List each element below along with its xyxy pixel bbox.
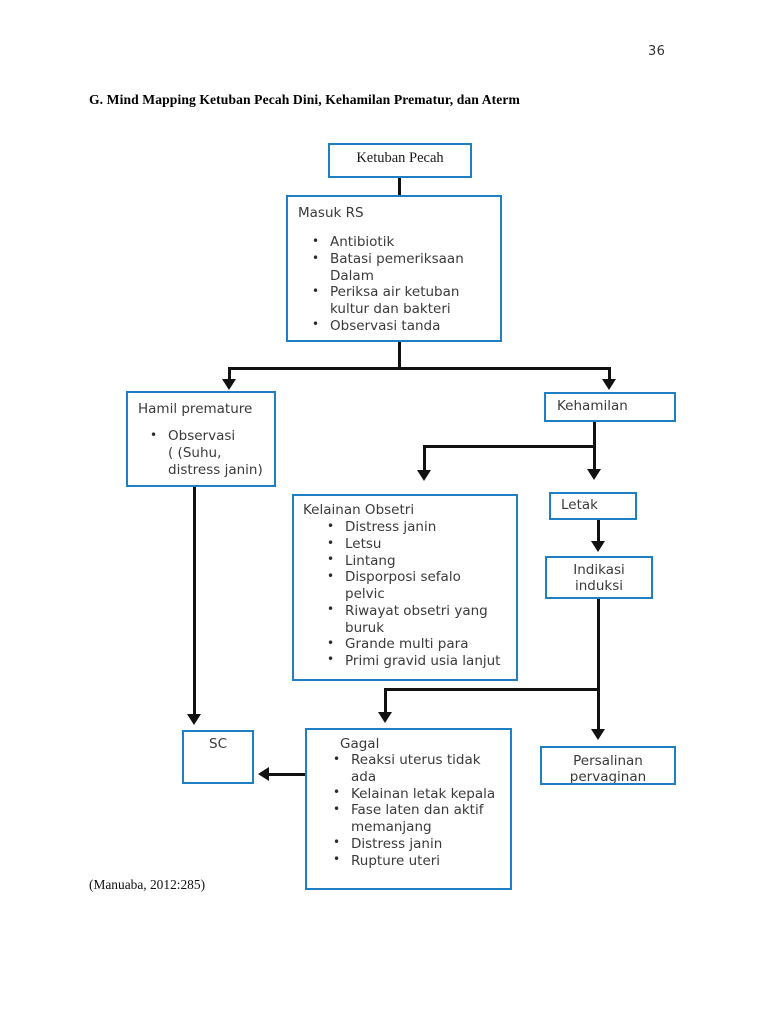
connector-ketuban-to-masukrs [398, 176, 401, 198]
list-item: Observasi ( (Suhu, distress janin) [146, 428, 274, 478]
node-sc-title: SC [209, 736, 227, 752]
list-item-text: Observasi [168, 428, 236, 445]
node-kehamilan[interactable]: Kehamilan [544, 392, 676, 422]
node-hamil-premature-list: Observasi ( (Suhu, distress janin) [146, 428, 274, 478]
node-masuk-rs[interactable]: Masuk RS Antibiotik Batasi pemeriksaan D… [286, 195, 502, 342]
list-item-cont: pelvic [345, 586, 385, 603]
connector-masukrs-to-hamil [228, 367, 231, 381]
list-item-text: Reaksi uterus tidak [351, 752, 481, 769]
list-item-cont: buruk [345, 619, 385, 636]
list-item: Fase laten dan aktif memanjang [329, 802, 510, 835]
connector-kehamilan-stem [593, 421, 596, 448]
list-item: Periksa air ketuban kultur dan bakteri [308, 284, 500, 317]
node-letak[interactable]: Letak [549, 492, 637, 520]
list-item: Kelainan letak kepala [329, 785, 510, 803]
arrowhead-to-letak [587, 469, 601, 480]
list-item: Reaksi uterus tidak ada [329, 752, 510, 785]
node-kehamilan-title: Kehamilan [557, 398, 628, 414]
list-item: Riwayat obsetri yang buruk [323, 602, 516, 636]
list-item-text: Disporposi sefalo [345, 569, 461, 586]
node-persalinan-pervaginan-title: Persalinan pervaginan [569, 753, 647, 785]
list-item: Antibiotik [308, 234, 500, 251]
node-kelainan-obsetri[interactable]: Kelainan Obsetri Distress janin Letsu Li… [292, 494, 518, 681]
list-item-text: Fase laten dan aktif [351, 802, 484, 819]
source-citation: (Manuaba, 2012:285) [89, 877, 206, 892]
node-persalinan-pervaginan[interactable]: Persalinan pervaginan [540, 746, 676, 785]
node-gagal[interactable]: Gagal Reaksi uterus tidak ada Kelainan l… [305, 728, 512, 890]
node-masuk-rs-list: Antibiotik Batasi pemeriksaan Dalam Peri… [308, 234, 500, 334]
list-item: Batasi pemeriksaan Dalam [308, 251, 500, 284]
node-kelainan-obsetri-title: Kelainan Obsetri [303, 502, 415, 518]
connector-masukrs-fork-bar [228, 367, 611, 370]
list-item: Distress janin [323, 519, 516, 536]
list-item: Observasi tanda [308, 317, 500, 335]
node-hamil-premature[interactable]: Hamil premature Observasi ( (Suhu, distr… [126, 391, 276, 487]
connector-gagal-to-sc [269, 773, 309, 776]
connector-masukrs-stem [398, 341, 401, 369]
list-item: Primi gravid usia lanjut [323, 652, 516, 670]
connector-letak-to-indikasi [597, 519, 600, 543]
connector-kehamilan-to-letak [593, 445, 596, 471]
list-item-text: Batasi pemeriksaan [330, 251, 464, 268]
connector-masukrs-to-kehamilan [608, 367, 611, 381]
list-item-cont: ada [351, 769, 377, 786]
arrowhead-to-kehamilan [602, 379, 616, 390]
connector-indikasi-to-persalinan [597, 688, 600, 731]
list-item-cont: kultur dan bakteri [330, 301, 451, 318]
list-item-text: Letsu [345, 536, 382, 553]
node-masuk-rs-title: Masuk RS [298, 205, 364, 221]
list-item-text: Kelainan letak kepala [351, 785, 496, 802]
list-item-text: Distress janin [351, 835, 443, 852]
list-item-text: Lintang [345, 552, 396, 569]
connector-kehamilan-to-kelainan [423, 445, 426, 472]
list-item: Rupture uteri [329, 852, 510, 870]
list-item-cont: ( (Suhu, distress janin) [168, 445, 263, 478]
page-title: G. Mind Mapping Ketuban Pecah Dini, Keha… [89, 92, 520, 107]
list-item-text: Antibiotik [330, 234, 395, 251]
list-item-text: Distress janin [345, 519, 437, 536]
node-sc[interactable]: SC [182, 730, 254, 784]
list-item: Distress janin [329, 835, 510, 853]
list-item-text: Observasi tanda [330, 317, 441, 334]
node-gagal-list: Reaksi uterus tidak ada Kelainan letak k… [329, 752, 510, 869]
list-item-text: Grande multi para [345, 636, 469, 653]
connector-indikasi-fork-bar [384, 688, 599, 691]
arrowhead-to-indikasi-induksi [591, 541, 605, 552]
arrowhead-to-kelainan-obsetri [417, 470, 431, 481]
node-kelainan-obsetri-list: Distress janin Letsu Lintang Disporposi … [323, 519, 516, 669]
list-item-text: Rupture uteri [351, 852, 441, 869]
connector-indikasi-stem [597, 598, 600, 690]
node-ketuban-pecah-title: Ketuban Pecah [356, 150, 444, 166]
arrowhead-to-persalinan [591, 729, 605, 740]
list-item-cont: Dalam [330, 267, 374, 284]
list-item: Disporposi sefalo pelvic [323, 569, 516, 602]
list-item-text: Riwayat obsetri yang [345, 602, 488, 619]
list-item: Grande multi para [323, 636, 516, 653]
connector-hamil-to-sc [193, 486, 196, 716]
list-item-text: Primi gravid usia lanjut [345, 652, 501, 669]
arrowhead-to-sc-from-gagal [258, 767, 269, 781]
list-item: Lintang [323, 552, 516, 570]
node-gagal-title: Gagal [340, 736, 380, 752]
page-number: 36 [648, 44, 666, 59]
node-ketuban-pecah[interactable]: Ketuban Pecah [328, 143, 472, 178]
list-item: Letsu [323, 536, 516, 553]
arrowhead-to-sc [187, 714, 201, 725]
connector-kehamilan-fork-bar [423, 445, 596, 448]
node-hamil-premature-title: Hamil premature [138, 401, 253, 417]
arrowhead-to-gagal [378, 712, 392, 723]
node-indikasi-induksi[interactable]: Indikasi induksi [545, 556, 653, 599]
list-item-text: Periksa air ketuban [330, 284, 460, 301]
connector-indikasi-to-gagal [384, 688, 387, 714]
list-item-cont: memanjang [351, 819, 432, 836]
node-letak-title: Letak [561, 497, 598, 513]
arrowhead-to-hamil-premature [222, 379, 236, 390]
node-indikasi-induksi-title: Indikasi induksi [573, 562, 625, 595]
